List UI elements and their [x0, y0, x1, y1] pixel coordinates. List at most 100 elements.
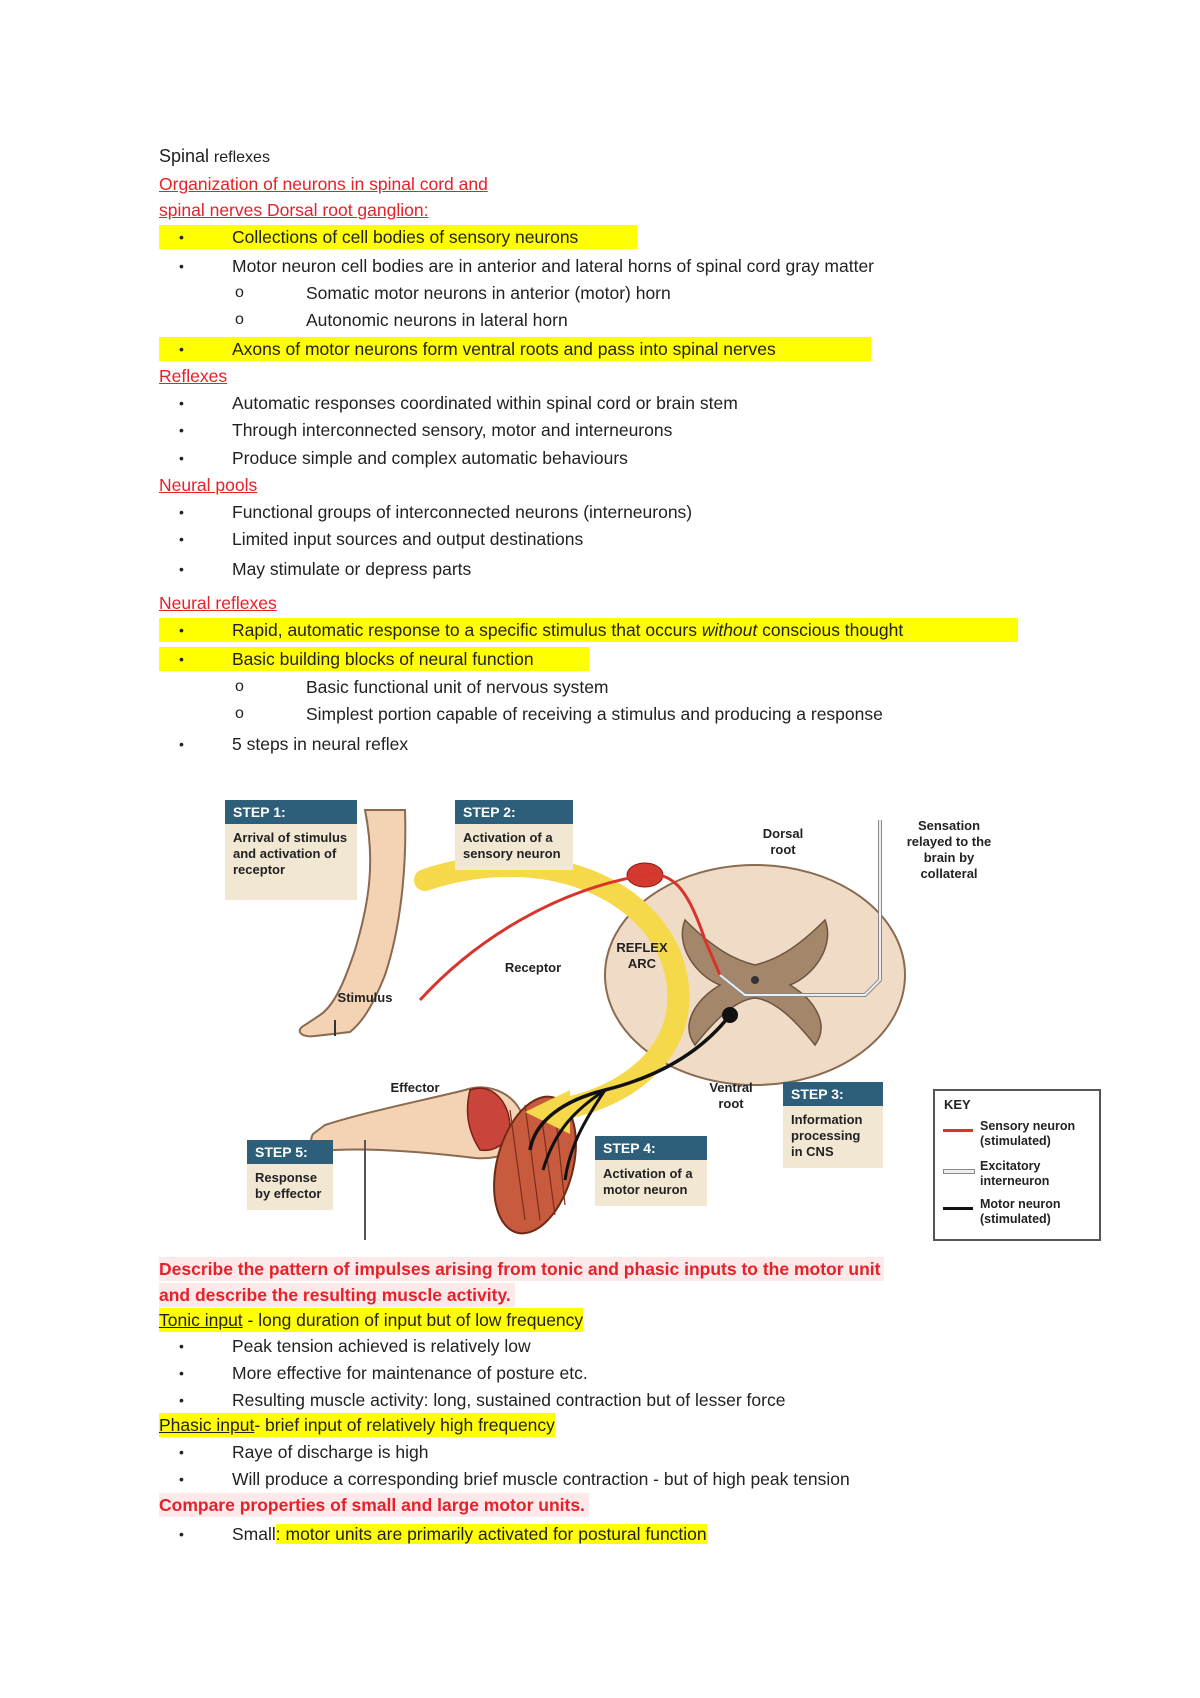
step-5-box: STEP 5: Response by effector	[247, 1140, 333, 1210]
small-item: Small: motor units are primarily activat…	[232, 1522, 707, 1546]
nreflex-heading: Neural reflexes	[159, 593, 277, 613]
step-4-box: STEP 4: Activation of a motor neuron	[595, 1136, 707, 1206]
bullet: •	[179, 622, 184, 638]
label-effector: Effector	[390, 1080, 440, 1095]
pools-heading: Neural pools	[159, 475, 258, 495]
sub-bullet: o	[235, 311, 244, 328]
phasic-item-2: Will produce a corresponding brief muscl…	[232, 1469, 850, 1489]
nreflex-item-1-c: conscious thought	[757, 620, 904, 640]
org-heading-line1: Organization of neurons in spinal cord a…	[159, 174, 488, 194]
reflexes-item-3: Produce simple and complex automatic beh…	[232, 448, 628, 468]
key-sensory: Sensory neuron (stimulated)	[980, 1119, 1076, 1148]
step-5-head: STEP 5:	[247, 1140, 333, 1164]
highlight-org-item-1	[159, 225, 637, 249]
reflexes-item-2: Through interconnected sensory, motor an…	[232, 420, 673, 440]
bullet: •	[179, 1392, 184, 1408]
step-1-head: STEP 1:	[225, 800, 357, 824]
bullet: •	[179, 736, 184, 752]
bullet: •	[179, 1444, 184, 1460]
key-motor: Motor neuron (stimulated)	[980, 1197, 1061, 1226]
small-label: Small	[232, 1524, 276, 1544]
key-line-inter	[943, 1169, 975, 1174]
reflexes-item-1: Automatic responses coordinated within s…	[232, 393, 738, 413]
org-heading-dorsal-root: Dorsal root ganglion:	[262, 200, 429, 220]
bullet: •	[179, 561, 184, 577]
key-inter: Excitatory interneuron	[980, 1159, 1050, 1188]
highlight-nreflex-item-2	[159, 647, 589, 671]
step-4-body: Activation of a motor neuron	[595, 1160, 707, 1206]
step-2-box: STEP 2: Activation of a sensory neuron	[455, 800, 573, 870]
title-word-spinal: Spinal	[159, 146, 210, 166]
step-1-box: STEP 1: Arrival of stimulus and activati…	[225, 800, 357, 900]
bullet: •	[179, 651, 184, 667]
tonic-item-3: Resulting muscle activity: long, sustain…	[232, 1390, 786, 1410]
pools-item-2: Limited input sources and output destina…	[232, 529, 584, 549]
sub-bullet: o	[235, 678, 244, 695]
nreflex-item-2: Basic building blocks of neural function	[232, 649, 534, 669]
step-1-body: Arrival of stimulus and activation of re…	[225, 824, 357, 900]
step-2-head: STEP 2:	[455, 800, 573, 824]
step-3-head: STEP 3:	[783, 1082, 883, 1106]
bullet: •	[179, 1526, 184, 1542]
nreflex-item-1: Rapid, automatic response to a specific …	[232, 618, 903, 642]
bullet: •	[179, 395, 184, 411]
tonic-label: Tonic input	[159, 1310, 243, 1330]
highlight-nreflex-item-1	[159, 618, 1018, 642]
phasic-line: Phasic input- brief input of relatively …	[159, 1413, 555, 1437]
step-2-body: Activation of a sensory neuron	[455, 824, 573, 870]
label-ventral-root: Ventral root	[709, 1080, 753, 1111]
label-sensation: Sensation relayed to the brain by collat…	[906, 818, 992, 881]
small-desc: : motor units are primarily activated fo…	[275, 1524, 707, 1544]
diagram-illustration	[298, 809, 906, 1240]
org-heading-spinal-nerves: spinal nerves	[159, 200, 263, 220]
phasic-item-1: Raye of discharge is high	[232, 1442, 429, 1462]
reflex-arc-diagram: STEP 1: Arrival of stimulus and activati…	[225, 800, 1105, 1260]
compare-heading: Compare properties of small and large mo…	[159, 1493, 589, 1517]
describe-line-2: and describe the resulting muscle activi…	[159, 1283, 515, 1307]
bullet: •	[179, 422, 184, 438]
label-stimulus: Stimulus	[337, 990, 393, 1005]
org-item-2: Motor neuron cell bodies are in anterior…	[232, 256, 875, 276]
phasic-desc: - brief input of relatively high frequen…	[254, 1415, 555, 1435]
step-3-box: STEP 3: Information processing in CNS	[783, 1082, 883, 1168]
sub-bullet: o	[235, 284, 244, 301]
org-subitem-2: Autonomic neurons in lateral horn	[306, 310, 568, 330]
label-dorsal-root: Dorsal root	[762, 826, 804, 857]
key-title: KEY	[944, 1097, 971, 1112]
label-receptor: Receptor	[504, 960, 562, 975]
nreflex-subitem-1: Basic functional unit of nervous system	[306, 677, 609, 697]
tonic-desc: - long duration of input but of low freq…	[242, 1310, 584, 1330]
bullet: •	[179, 258, 184, 274]
title-word-reflexes: reflexes	[213, 149, 270, 166]
step-5-body: Response by effector	[247, 1164, 333, 1210]
bullet: •	[179, 1471, 184, 1487]
bullet: •	[179, 1338, 184, 1354]
label-reflex-arc: REFLEX ARC	[616, 940, 668, 971]
nreflex-item-1-a: Rapid, automatic response to a specific …	[232, 620, 702, 640]
org-subitem-1: Somatic motor neurons in anterior (motor…	[306, 283, 671, 303]
diagram-key: KEY Sensory neuron (stimulated) Excitato…	[933, 1089, 1101, 1241]
nreflex-item-3: 5 steps in neural reflex	[232, 734, 409, 754]
org-item-3: Axons of motor neurons form ventral root…	[232, 339, 776, 359]
bullet: •	[179, 531, 184, 547]
bullet: •	[179, 504, 184, 520]
step-4-head: STEP 4:	[595, 1136, 707, 1160]
tonic-line: Tonic input - long duration of input but…	[159, 1308, 584, 1332]
tonic-item-1: Peak tension achieved is relatively low	[232, 1336, 531, 1356]
bullet: •	[179, 1365, 184, 1381]
page-title: Spinal reflexes	[159, 144, 270, 170]
nreflex-subitem-2: Simplest portion capable of receiving a …	[306, 704, 883, 724]
highlight-org-item-3	[159, 337, 871, 361]
sub-bullet: o	[235, 705, 244, 722]
reflexes-heading: Reflexes	[159, 366, 228, 386]
tonic-item-2: More effective for maintenance of postur…	[232, 1363, 588, 1383]
phasic-label: Phasic input	[159, 1415, 255, 1435]
bullet: •	[179, 450, 184, 466]
org-item-1: Collections of cell bodies of sensory ne…	[232, 227, 579, 247]
step-3-body: Information processing in CNS	[783, 1106, 883, 1168]
org-heading-line2: spinal nerves Dorsal root ganglion:	[159, 198, 428, 222]
key-line-motor	[943, 1207, 973, 1210]
nreflex-item-1-emph: without	[701, 620, 758, 640]
key-line-sensory	[943, 1129, 973, 1132]
pools-item-1: Functional groups of interconnected neur…	[232, 502, 693, 522]
